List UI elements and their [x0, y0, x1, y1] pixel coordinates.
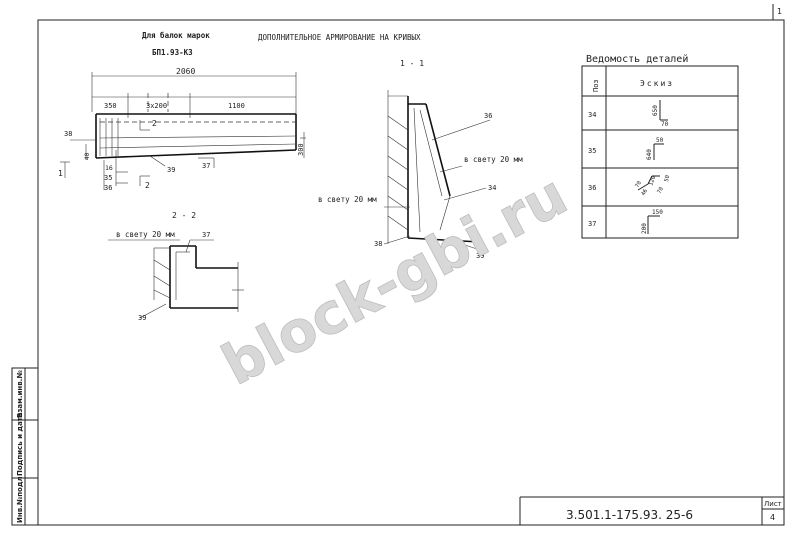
details-row-36-d4: 70	[657, 186, 666, 195]
details-row-36-d1: 70	[635, 180, 644, 189]
details-row-34-pos: 34	[588, 111, 596, 119]
sheet-frame	[37, 4, 785, 526]
details-row-36-d5: 50	[664, 175, 671, 183]
corner-number: 1	[777, 7, 782, 16]
cut-mark-left: 1	[58, 169, 63, 178]
beam-elevation	[60, 72, 306, 190]
details-row-37-d2: 150	[652, 209, 663, 216]
details-row-36-pos: 36	[588, 184, 596, 192]
section-2-pos-39: 39	[138, 314, 146, 322]
section-1-1	[383, 90, 491, 251]
details-table	[581, 65, 739, 239]
elevation-pos-37: 37	[202, 162, 210, 170]
caption-for-beams: Для балок марок	[142, 31, 210, 40]
section-1-pos-34: 34	[488, 184, 496, 192]
dim-16: 16	[105, 164, 113, 172]
dim-right: 1100	[228, 102, 245, 110]
dim-height: 300	[297, 143, 305, 156]
elevation-pos-36: 36	[104, 184, 112, 192]
dim-mid: 3x200	[146, 102, 167, 110]
section-2-clear: в свету 20 мм	[116, 230, 175, 239]
stamp-cell-replace: Взам.инв.№	[16, 370, 24, 418]
elevation-pos-38: 38	[64, 130, 72, 138]
sheet-number: 4	[770, 513, 775, 522]
sheet-label: Лист	[764, 500, 782, 508]
section-2-pos-37: 37	[202, 231, 210, 239]
dim-40: 40	[84, 152, 91, 160]
section-2-2	[108, 239, 244, 319]
section-1-pos-38: 38	[374, 240, 382, 248]
details-row-36-d3: 120	[648, 175, 657, 186]
stamp-cell-signature: Подпись и дата	[16, 412, 24, 476]
section-2-title: 2 - 2	[172, 211, 196, 220]
details-title: Ведомость деталей	[586, 53, 688, 65]
details-row-34-d2: 70	[661, 121, 669, 128]
details-row-35-d2: 50	[656, 137, 664, 144]
details-row-35-pos: 35	[588, 147, 596, 155]
details-col-sketch: Эскиз	[640, 79, 674, 88]
main-title: ДОПОЛНИТЕЛЬНОЕ АРМИРОВАНИЕ НА КРИВЫХ	[258, 33, 421, 42]
document-code: 3.501.1-175.93. 25-6	[566, 508, 693, 522]
details-col-pos: Поз	[592, 79, 600, 92]
cut-mark-top: 2	[152, 119, 157, 128]
section-1-title: 1 - 1	[400, 59, 424, 68]
watermark: block-gbi.ru	[212, 163, 578, 399]
dim-left: 350	[104, 102, 117, 110]
stamp-cell-inventory: Инв.№подл	[16, 476, 24, 523]
details-row-37-pos: 37	[588, 220, 596, 228]
section-1-pos-36: 36	[484, 112, 492, 120]
section-1-pos-39: 39	[476, 252, 484, 260]
section-1-clear-left: в свету 20 мм	[318, 195, 377, 204]
side-stamp	[11, 367, 39, 526]
details-row-36-d2: 46	[641, 188, 650, 197]
details-row-34-d1: 650	[652, 105, 659, 116]
beam-mark: БП1.93-КЗ	[152, 48, 193, 57]
dim-total: 2060	[176, 67, 195, 76]
details-row-37-d1: 200	[641, 223, 648, 234]
elevation-pos-39: 39	[167, 166, 175, 174]
elevation-pos-35: 35	[104, 174, 112, 182]
details-row-35-d1: 640	[646, 149, 653, 160]
section-1-clear-top: в свету 20 мм	[464, 155, 523, 164]
cut-mark-bottom: 2	[145, 181, 150, 190]
